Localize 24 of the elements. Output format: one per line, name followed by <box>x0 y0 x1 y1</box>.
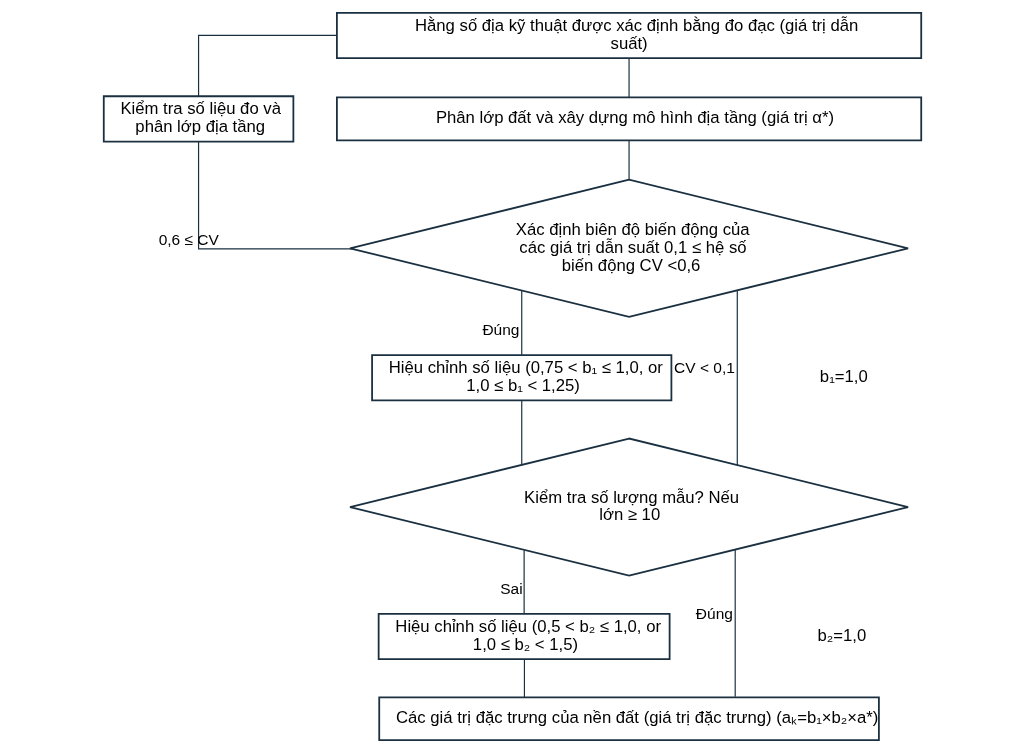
connector <box>627 140 630 180</box>
connector <box>197 141 353 250</box>
edge-label: CV < 0,1 <box>673 359 735 377</box>
edge-label: Sai <box>499 580 523 598</box>
node-diamond: Kiểm tra số lượng mẫu? Nếu lớn ≥ 10 <box>348 437 909 577</box>
node-box: Hằng số địa kỹ thuật được xác định bằng đo đạc (giá trị dẫn suất) <box>335 11 922 59</box>
node-box: Hiệu chỉnh số liệu (0,5 < b₂ ≤ 1,0, or 1,0 ≤ b₂ < 1,5) <box>377 612 670 660</box>
node-diamond: Xác định biên độ biến động của các giá trị dẫn suất 0,1 ≤ hệ số biến động CV <0,6 <box>348 178 909 318</box>
label: b₂=1,0 <box>816 625 866 645</box>
node-box: Kiểm tra số liệu đo và phân lớp địa tầng <box>102 95 294 143</box>
edge-label: Đúng <box>695 605 733 623</box>
node-box: Hiệu chỉnh số liệu (0,75 < b₁ ≤ 1,0, or 1,0 ≤ b₁ < 1,25) <box>370 354 672 402</box>
connector <box>734 549 736 698</box>
connector <box>520 399 522 466</box>
node-box: Phân lớp đất và xây dựng mô hình địa tầng (giá trị α*) <box>335 96 922 142</box>
node-box: Các giá trị đặc trưng của nền đất (giá trị đặc trưng) (aₖ=b₁×b₂×a*) <box>377 696 880 742</box>
connector <box>736 289 738 466</box>
label: b₁=1,0 <box>819 367 868 387</box>
edge-label: Đúng <box>481 321 519 339</box>
connector <box>627 57 630 98</box>
connector <box>520 290 522 356</box>
connector <box>523 658 525 698</box>
connector <box>523 549 525 615</box>
connector <box>197 34 337 97</box>
